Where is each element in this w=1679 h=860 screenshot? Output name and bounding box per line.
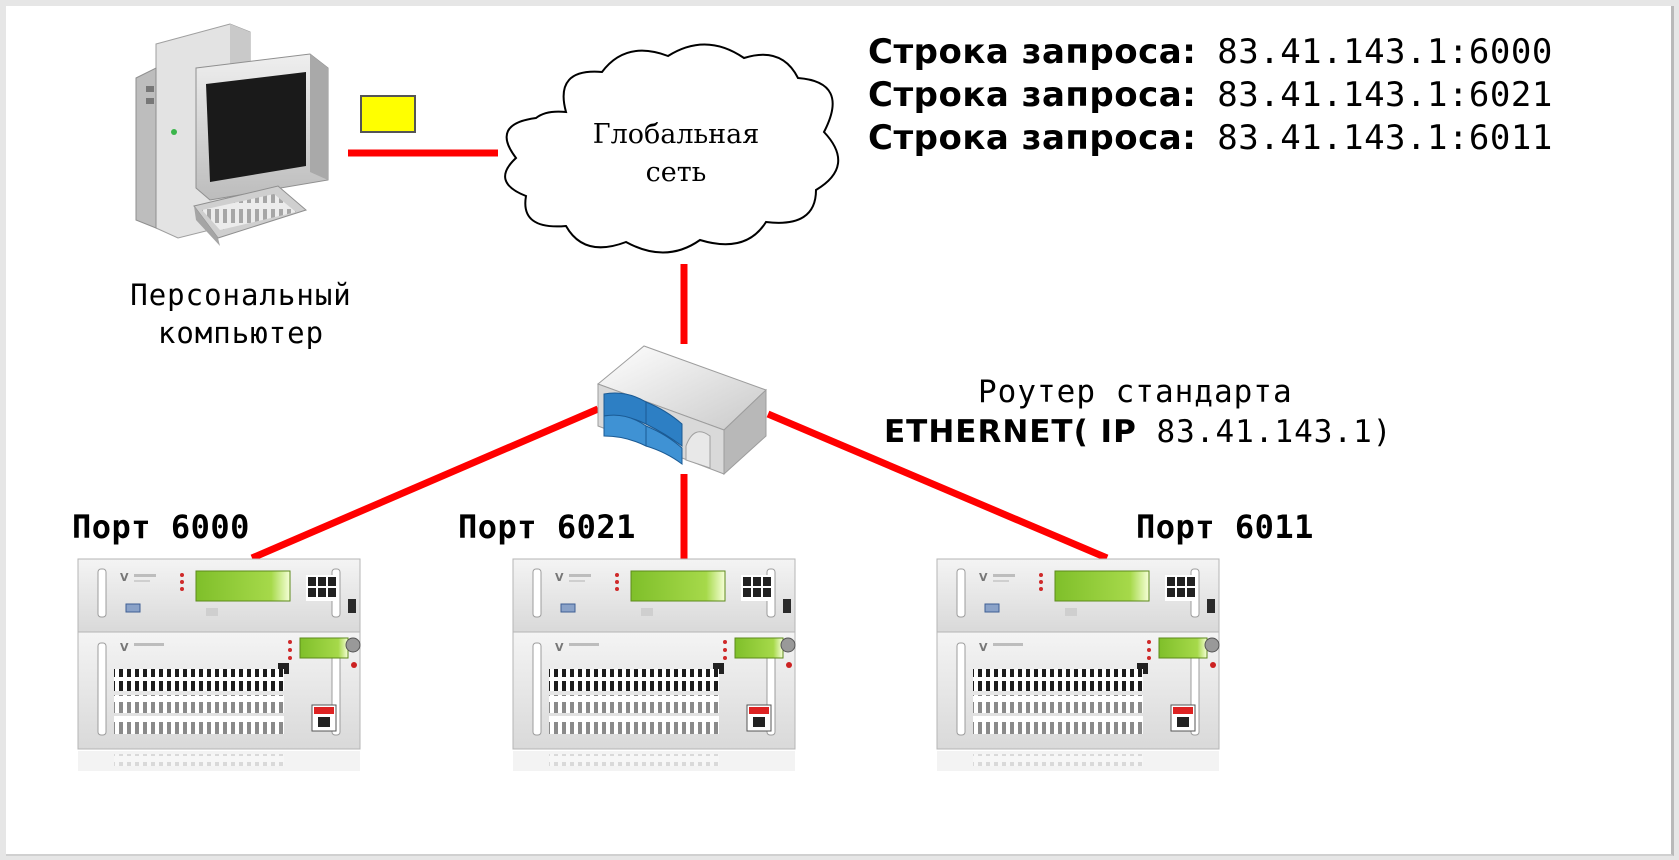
router-label-line2: ETHERNET( IP 83.41.143.1) bbox=[884, 412, 1444, 452]
port-label-6000: Порт 6000 bbox=[72, 508, 250, 546]
router-label: Роутер стандарта ETHERNET( IP 83.41.143.… bbox=[884, 372, 1444, 452]
links bbox=[250, 149, 1109, 562]
rack-transmitter-icon bbox=[936, 558, 1220, 772]
request-value: 83.41.143.1:6000 bbox=[1217, 32, 1553, 72]
rack-transmitter-icon bbox=[512, 558, 796, 772]
request-line-1: Строка запроса: 83.41.143.1:6000 bbox=[868, 32, 1553, 72]
request-value: 83.41.143.1:6021 bbox=[1217, 75, 1553, 115]
pc-label: Персональный компьютер bbox=[96, 276, 386, 352]
request-label: Строка запроса: bbox=[868, 75, 1197, 115]
cloud-icon bbox=[504, 43, 840, 254]
link-router-port-6011 bbox=[766, 410, 1109, 562]
request-value: 83.41.143.1:6011 bbox=[1217, 118, 1553, 158]
link-router-port-6000 bbox=[250, 405, 600, 562]
diagram-canvas: V V bbox=[6, 6, 1674, 856]
pc-label-line2: компьютер bbox=[157, 316, 325, 350]
port-label-6011: Порт 6011 bbox=[1136, 508, 1314, 546]
desktop-computer-icon bbox=[135, 23, 329, 246]
router-ip: 83.41.143.1) bbox=[1136, 414, 1393, 450]
data-packet-icon bbox=[360, 95, 416, 133]
cloud-label-line2: сеть bbox=[645, 157, 707, 188]
request-line-2: Строка запроса: 83.41.143.1:6021 bbox=[868, 75, 1553, 115]
router-protocol: ETHERNET( IP bbox=[884, 414, 1137, 450]
rack-transmitter-icon bbox=[77, 558, 361, 772]
diagram-graphics: V V bbox=[77, 23, 1220, 772]
request-label: Строка запроса: bbox=[868, 118, 1197, 158]
ethernet-router-icon bbox=[597, 345, 767, 476]
port-label-6021: Порт 6021 bbox=[458, 508, 636, 546]
request-label: Строка запроса: bbox=[868, 32, 1197, 72]
cloud-label: Глобальная сеть bbox=[581, 116, 771, 192]
cloud-label-line1: Глобальная bbox=[592, 119, 760, 150]
pc-label-line1: Персональный bbox=[130, 278, 352, 312]
request-line-3: Строка запроса: 83.41.143.1:6011 bbox=[868, 118, 1553, 158]
router-label-line1: Роутер стандарта bbox=[978, 374, 1293, 410]
